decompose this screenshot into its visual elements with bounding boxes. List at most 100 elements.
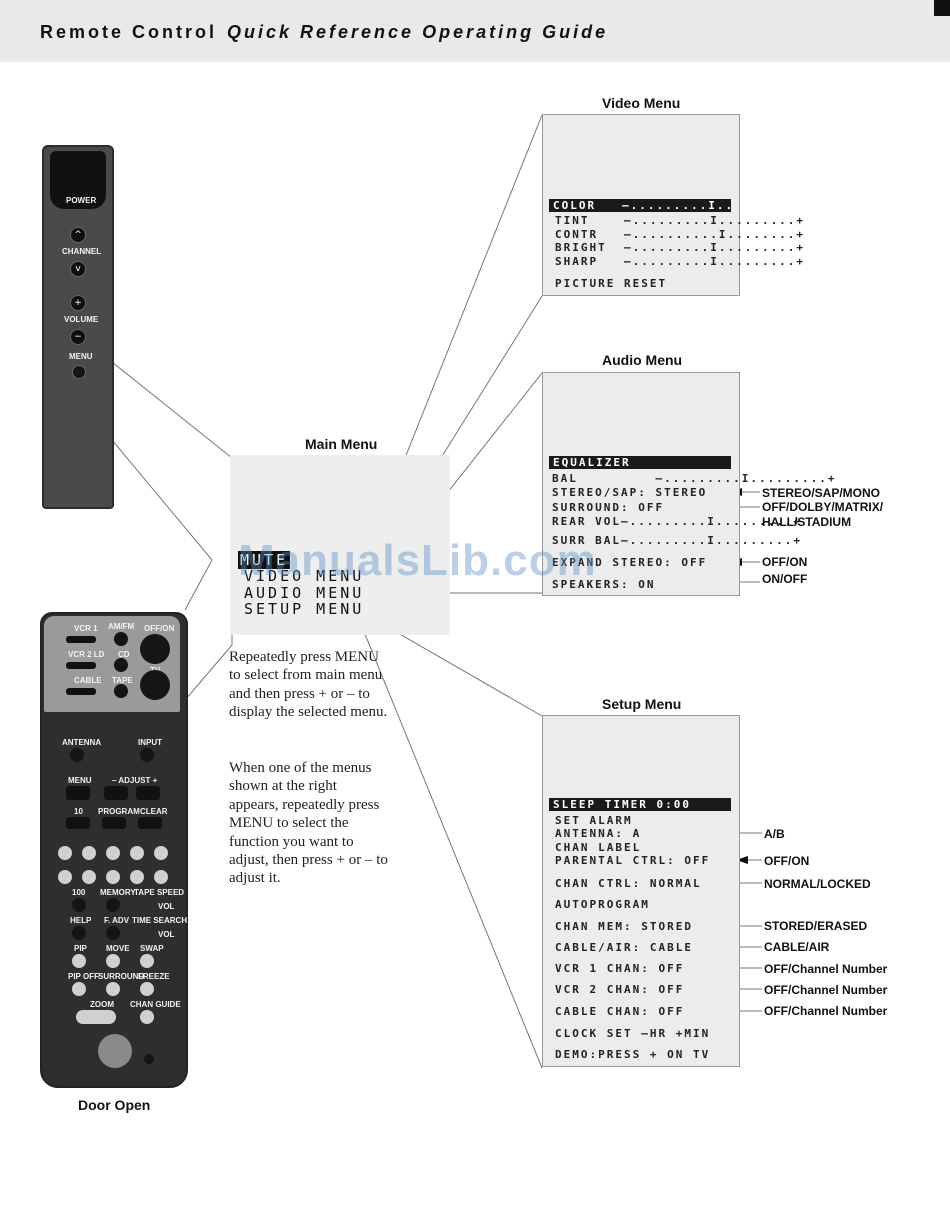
audio-option-speakers: ON/OFF — [762, 572, 808, 586]
video-menu-item-bright: BRIGHT –.........I.........+ — [555, 241, 806, 254]
audio-menu-item-expand-stereo: EXPAND STEREO: OFF — [552, 556, 708, 569]
setup-option-chan-ctrl: NORMAL/LOCKED — [764, 877, 871, 891]
small-key — [144, 1054, 154, 1064]
connector-remote-top-a — [111, 361, 233, 459]
label-vol-up: VOL — [158, 902, 175, 911]
header-band — [0, 0, 950, 62]
digit-4 — [130, 846, 144, 860]
label-chan-guide: CHAN GUIDE — [130, 1000, 181, 1009]
setup-option-vcr1: OFF/Channel Number — [764, 962, 888, 976]
header-title-plain: Remote Control — [40, 22, 217, 42]
label-10: 10 — [74, 807, 83, 816]
tv-button — [140, 670, 170, 700]
cable-button — [66, 688, 96, 695]
connector-remote-top-c — [184, 559, 213, 611]
label-clear: CLEAR — [140, 807, 168, 816]
pip-off-key — [72, 982, 86, 996]
setup-menu-item-clock-set: CLOCK SET –HR +MIN — [555, 1027, 711, 1040]
audio-menu-item-speakers: SPEAKERS: ON — [552, 578, 656, 591]
corner-tab — [934, 0, 950, 16]
audio-option-stereo: STEREO/SAP/MONO — [762, 486, 881, 500]
antenna-button — [70, 748, 84, 762]
audio-option-surround-2: HALL/STADIUM — [762, 515, 852, 529]
main-menu-box: MUTE VIDEO MENU AUDIO MENU SETUP MENU — [230, 455, 450, 635]
label-pip: PIP — [74, 944, 87, 953]
setup-menu-item-cable-chan: CABLE CHAN: OFF — [555, 1005, 685, 1018]
channel-up-button: ^ — [70, 227, 86, 243]
offon-button — [140, 634, 170, 664]
door-open-caption: Door Open — [78, 1097, 151, 1113]
label-cd: CD — [118, 650, 130, 659]
vcr2ld-button — [66, 662, 96, 669]
label-fadv: F. ADV — [104, 916, 130, 925]
surround-key — [106, 982, 120, 996]
setup-option-cable-chan: OFF/Channel Number — [764, 1004, 888, 1018]
main-menu-title: Main Menu — [305, 436, 378, 452]
clear-key — [138, 817, 162, 829]
setup-menu-item-chan-label: CHAN LABEL — [555, 841, 642, 854]
label-freeze: FREEZE — [138, 972, 170, 981]
setup-menu-item-chan-mem: CHAN MEM: STORED — [555, 920, 693, 933]
main-menu-item-audio: AUDIO MENU — [244, 584, 365, 602]
connector-setup-bottom — [357, 616, 543, 1069]
setup-option-vcr2: OFF/Channel Number — [764, 983, 888, 997]
label-offon: OFF/ON — [144, 624, 175, 633]
setup-menu-item-sleep-timer: SLEEP TIMER 0:00 — [549, 798, 731, 811]
label-antenna: ANTENNA — [62, 738, 102, 747]
remote-open-illustration: VCR 1 AM/FM OFF/ON VCR 2 LD CD TV CABLE … — [40, 612, 188, 1088]
label-vcr1: VCR 1 — [74, 624, 98, 633]
key-100 — [72, 898, 86, 912]
digit-1 — [58, 846, 72, 860]
label-pip-off: PIP OFF — [68, 972, 99, 981]
instruction-paragraph-1: Repeatedly press MENU to select from mai… — [229, 649, 388, 721]
adjust-plus-key — [136, 786, 160, 800]
label-help: HELP — [70, 916, 92, 925]
digit-9 — [130, 870, 144, 884]
menu-button — [72, 365, 86, 379]
video-menu-title: Video Menu — [602, 95, 681, 111]
setup-menu-item-autoprogram: AUTOPROGRAM — [555, 898, 650, 911]
direction-pad — [98, 1034, 132, 1068]
zoom-key — [76, 1010, 116, 1024]
power-label: POWER — [66, 196, 97, 205]
setup-menu-item-set-alarm: SET ALARM — [555, 814, 633, 827]
audio-menu-item-surr-bal: SURR BAL–.........I.........+ — [552, 534, 803, 547]
video-menu-item-tint: TINT –.........I.........+ — [555, 214, 806, 227]
digit-0 — [154, 870, 168, 884]
volume-down-button: − — [70, 329, 86, 345]
audio-menu-box: EQUALIZER BAL –.........I.........+ STER… — [542, 372, 835, 596]
amfm-button — [114, 632, 128, 646]
connector-remote-top-b — [111, 439, 213, 561]
label-time-search: TIME SEARCH — [132, 916, 188, 925]
label-swap: SWAP — [140, 944, 164, 953]
setup-menu-item-parental-ctrl: PARENTAL CTRL: OFF — [555, 854, 711, 867]
cd-button — [114, 658, 128, 672]
program-key — [102, 817, 126, 829]
setup-menu-title: Setup Menu — [602, 696, 682, 712]
main-menu-item-mute: MUTE — [238, 551, 291, 569]
audio-option-expand: OFF/ON — [762, 555, 808, 569]
label-amfm: AM/FM — [108, 622, 135, 631]
power-button — [50, 151, 106, 209]
audio-menu-item-surround: SURROUND: OFF — [552, 501, 665, 514]
audio-menu-item-equalizer: EQUALIZER — [549, 456, 731, 469]
label-surround: SURROUND — [98, 972, 145, 981]
label-program: PROGRAM — [98, 807, 140, 816]
setup-menu-item-antenna: ANTENNA: A — [555, 827, 642, 840]
audio-menu-item-stereo-sap: STEREO/SAP: STEREO — [552, 486, 708, 499]
label-move: MOVE — [106, 944, 130, 953]
channel-label: CHANNEL — [62, 247, 102, 256]
digit-8 — [106, 870, 120, 884]
label-memory: MEMORY — [100, 888, 136, 897]
audio-option-surround-1: OFF/DOLBY/MATRIX/ — [762, 500, 884, 514]
label-vcr2ld: VCR 2 LD — [68, 650, 105, 659]
vcr1-button — [66, 636, 96, 643]
setup-option-chan-mem: STORED/ERASED — [764, 919, 868, 933]
label-cable: CABLE — [74, 676, 102, 685]
swap-key — [140, 954, 154, 968]
label-100: 100 — [72, 888, 86, 897]
audio-menu-item-bal: BAL –.........I.........+ — [552, 472, 837, 485]
setup-menu-item-vcr2-chan: VCR 2 CHAN: OFF — [555, 983, 685, 996]
digit-6 — [58, 870, 72, 884]
